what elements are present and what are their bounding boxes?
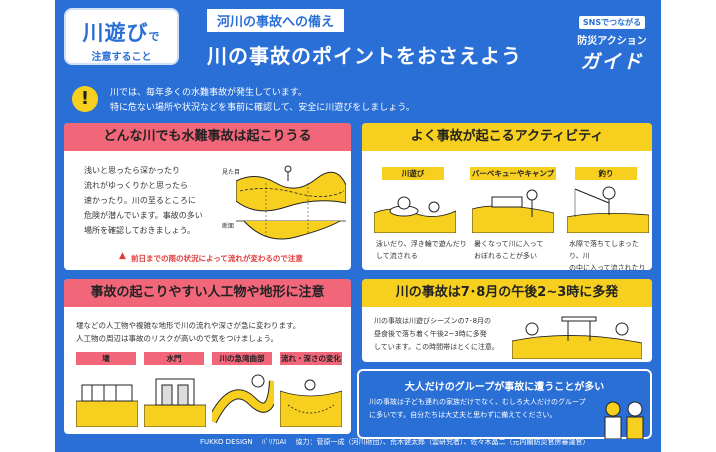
panel-title: よく事故が起こるアクティビティ	[362, 123, 652, 151]
box-body: 川の事故は子ども連れの家族だけでなく、むしろ大人だけのグループ に多いです。自分…	[369, 398, 586, 419]
tag-flow-depth-change: 流れ・深さの変化	[280, 352, 342, 365]
panel-activities: よく事故が起こるアクティビティ 川遊び バーベキューやキャンプ 釣り 泳いだり、…	[362, 123, 652, 270]
guide-logo: SNSでつながる 防災アクション ガイド	[577, 16, 647, 73]
panel-body: 川の事故は川遊びシーズンの7･8月の 昼食後で落ち着く午後2~3時に多発 してい…	[374, 317, 499, 351]
warning-note: 前日までの雨の状況によって流れが変わるので注意	[131, 254, 303, 263]
tag-river-play: 川遊び	[382, 167, 444, 180]
warning-triangle-icon: ▲	[119, 251, 126, 261]
notice-text: 川では、毎年多くの水難事故が発生しています。 特に危ない場所や状況などを事前に確…	[110, 88, 415, 113]
tag-fishing: 釣り	[575, 167, 637, 180]
badge-sub: 注意すること	[91, 52, 152, 63]
caption-bbq: 暑くなって川に入っておぼれることが多い	[474, 240, 544, 260]
panel-title: 川の事故は7･8月の午後2~3時に多発	[362, 279, 652, 307]
fishing-illustration	[567, 186, 649, 233]
river-diagram	[236, 165, 346, 240]
tag-sharp-bend: 川の急湾曲部	[212, 352, 272, 365]
notice: ! 川では、毎年多くの水難事故が発生しています。 特に危ない場所や状況などを事前…	[68, 83, 648, 121]
exclamation-icon: !	[72, 86, 98, 112]
bend-illustration	[212, 374, 274, 424]
tag-sluice: 水門	[144, 352, 204, 365]
adults-illustration	[604, 401, 644, 439]
title-badge: 川遊びで 注意すること	[64, 8, 179, 65]
panel-danger-anywhere: どんな川でも水難事故は起こりうる 浅いと思ったら深かったり 流れがゆっくりかと思…	[64, 123, 351, 270]
diagram-label-top: 見た目	[222, 169, 241, 176]
weir-illustration	[76, 384, 138, 427]
tag-bbq-camp: バーベキューやキャンプ	[470, 167, 556, 180]
page-title: 川の事故のポイントをおさえよう	[207, 44, 522, 68]
footer-credits: FUKKO DESIGN ﾊﾞﾘｱﾛAI 協力：菅原一成（河川財団）、荒木健太郎…	[200, 438, 590, 446]
panel-body: 浅いと思ったら深かったり 流れがゆっくりかと思ったら 速かったり。川の至るところ…	[84, 166, 203, 235]
caption-river-play: 泳いだり、浮き輪で遊んだりして流される	[376, 240, 467, 260]
panel-peak-time: 川の事故は7･8月の午後2~3時に多発 川の事故は川遊びシーズンの7･8月の 昼…	[362, 279, 652, 362]
diagram-label-bottom: 断面	[222, 223, 235, 230]
poster-frame: 川遊びで 注意すること 河川の事故への備え 川の事故のポイントをおさえよう SN…	[55, 0, 661, 452]
badge-main: 川遊びで	[82, 21, 161, 45]
page-subtitle: 河川の事故への備え	[207, 9, 345, 32]
summer-afternoon-illustration	[512, 316, 642, 359]
flow-depth-illustration	[280, 379, 342, 427]
adult-group-box: 大人だけのグループが事故に遭うことが多い 川の事故は子ども連れの家族だけでなく、…	[357, 369, 652, 439]
panel-structures: 事故の起こりやすい人工物や地形に注意 堰などの人工物や複雑な地形で川の流れや深さ…	[64, 279, 351, 434]
swimming-illustration	[374, 196, 456, 233]
sluice-illustration	[144, 378, 206, 427]
panel-title: 事故の起こりやすい人工物や地形に注意	[64, 279, 351, 307]
panel-title: どんな川でも水難事故は起こりうる	[64, 123, 351, 151]
bbq-illustration	[472, 189, 554, 233]
panel-body: 堰などの人工物や複雑な地形で川の流れや深さが急に変わります。 人工物の周辺は事故…	[76, 321, 301, 343]
tag-weir: 堰	[76, 352, 136, 365]
caption-fishing: 水際で落ちてしまったり、川の中に入って流されたりする	[569, 240, 646, 270]
box-title: 大人だけのグループが事故に遭うことが多い	[404, 382, 605, 393]
